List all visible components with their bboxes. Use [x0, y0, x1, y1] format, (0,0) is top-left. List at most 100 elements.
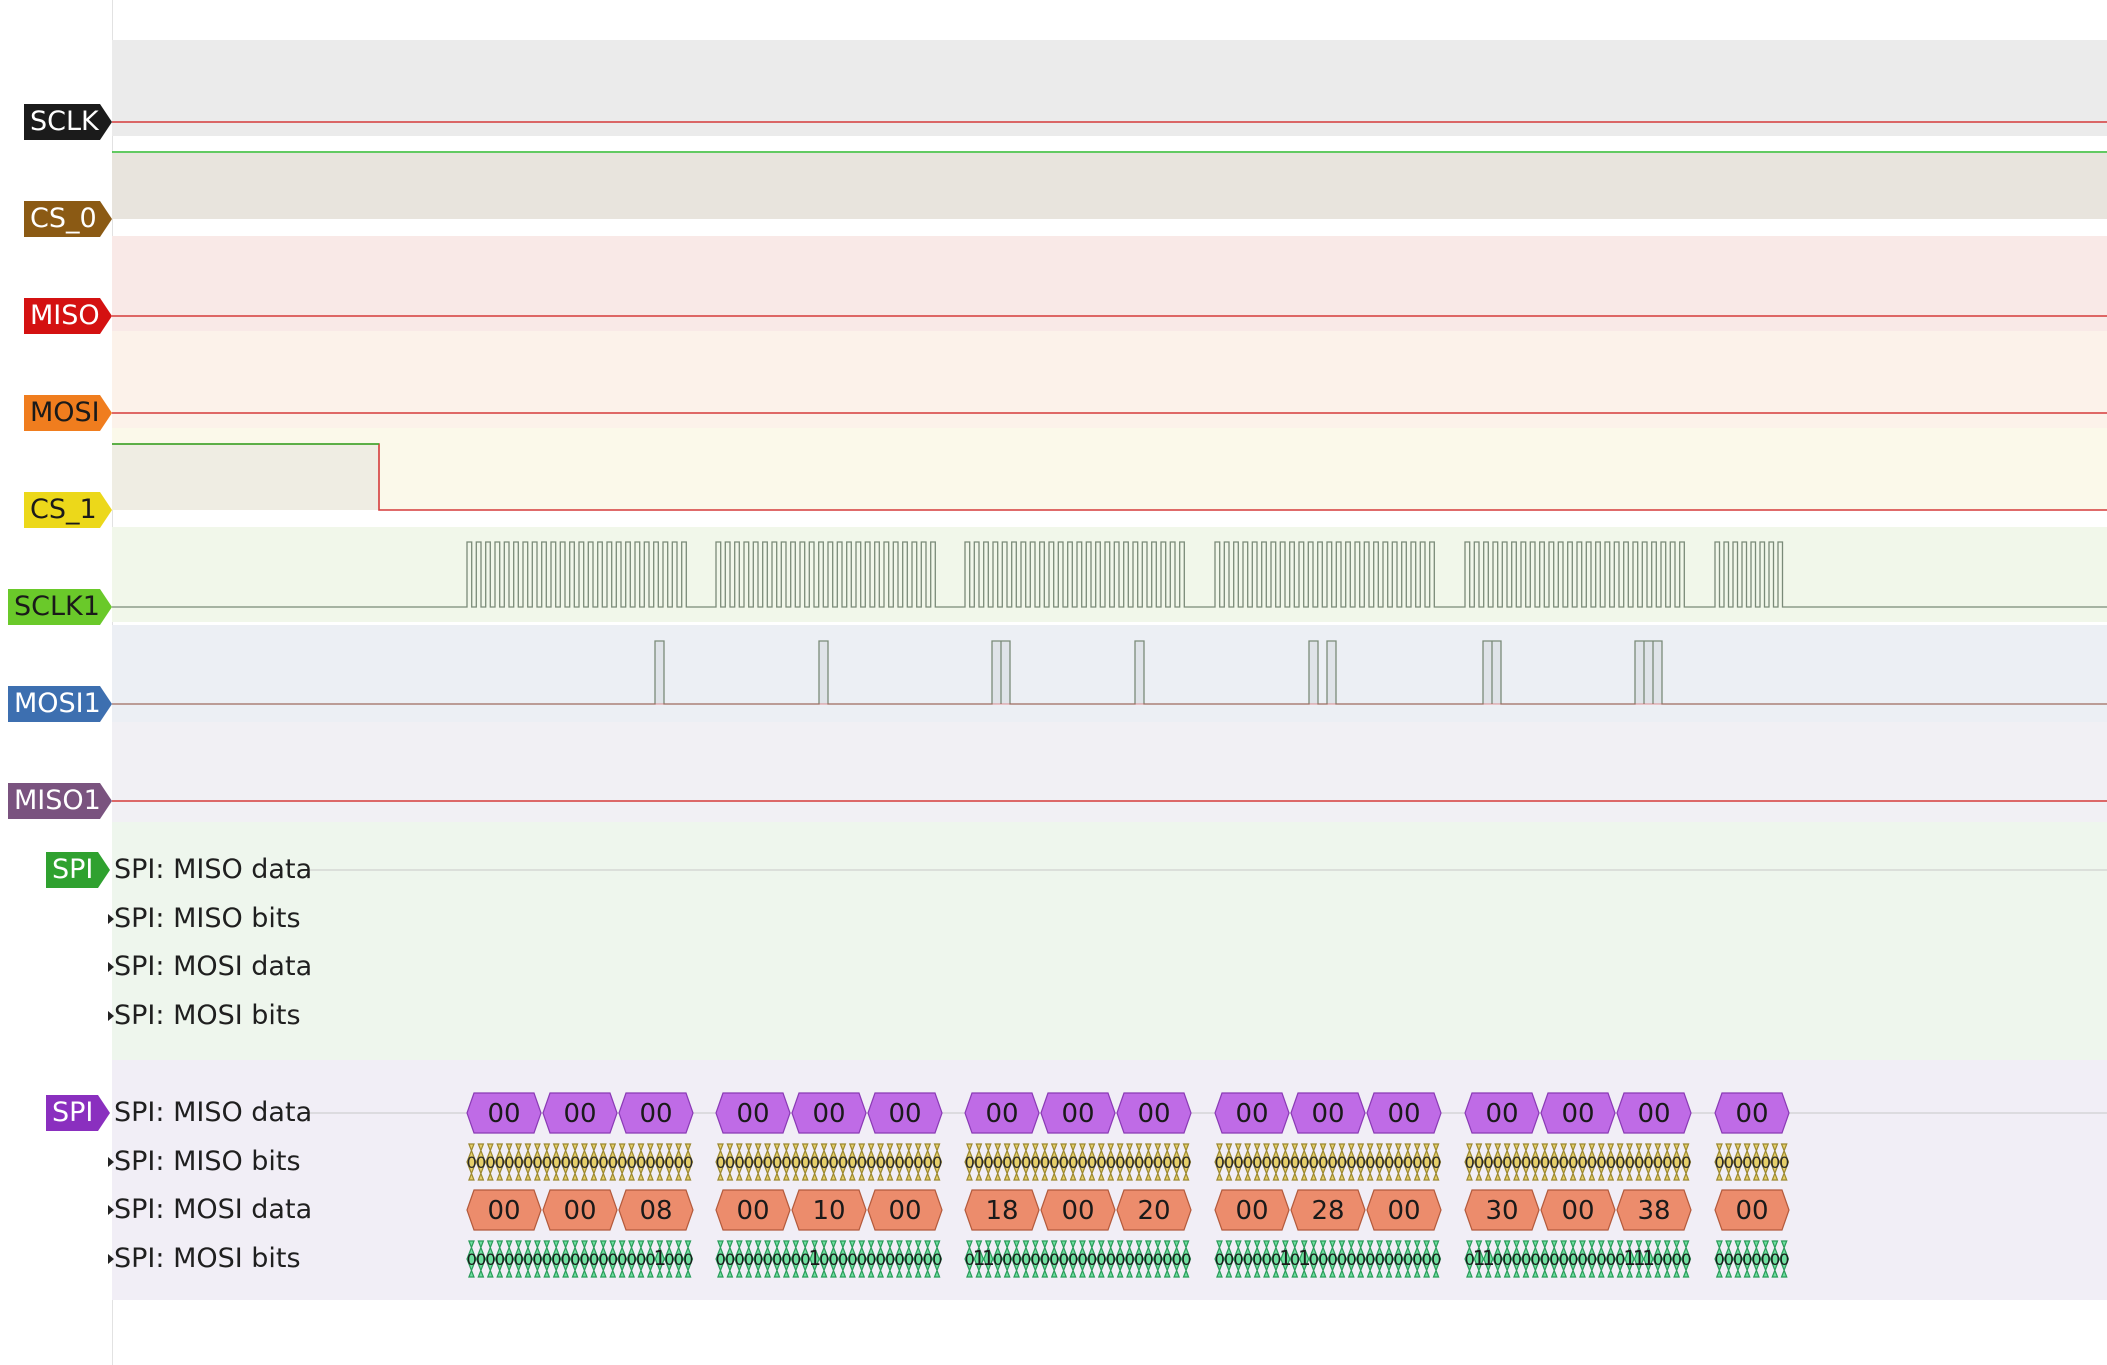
- row-expander-icon[interactable]: [108, 914, 114, 924]
- miso-bit-label: 0: [1365, 1153, 1375, 1172]
- decoder-row-label: SPI: MOSI data: [114, 1194, 313, 1225]
- row-expander-icon[interactable]: [108, 1254, 114, 1264]
- row-expander-icon[interactable]: [108, 962, 114, 972]
- miso-data-annotation[interactable]: 00: [1290, 1092, 1366, 1134]
- miso-bit-label: 0: [1049, 1153, 1059, 1172]
- mosi-data-annotation[interactable]: 28: [1290, 1189, 1366, 1231]
- mosi-data-annotation[interactable]: 00: [1214, 1189, 1290, 1231]
- row-expander-icon[interactable]: [108, 1205, 114, 1215]
- miso-data-annotation[interactable]: 00: [1214, 1092, 1290, 1134]
- miso-bit-label: 0: [866, 1153, 876, 1172]
- mosi-data-annotation[interactable]: 38: [1616, 1189, 1692, 1231]
- mosi-bit-label: 0: [923, 1250, 933, 1269]
- miso-bit-annotation[interactable]: [1180, 1143, 1192, 1181]
- mosi-bit-annotation[interactable]: 0: [1430, 1240, 1441, 1278]
- mosi1-high-fill: [1635, 641, 1644, 704]
- miso-data-annotation[interactable]: 00: [1540, 1092, 1616, 1134]
- mosi-data-annotation[interactable]: 00: [466, 1189, 542, 1231]
- miso-bit-label: 0: [1431, 1153, 1441, 1172]
- decoder-tag-spi1[interactable]: SPI: [46, 1095, 110, 1131]
- mosi-bit-annotation[interactable]: 0: [931, 1240, 942, 1278]
- mosi-bit-label: 0: [1318, 1250, 1328, 1269]
- mosi-data-annotation[interactable]: 30: [1464, 1189, 1540, 1231]
- mosi-data-annotation-label: 18: [985, 1196, 1018, 1226]
- mosi-bit-label: 0: [876, 1250, 886, 1269]
- mosi-bit-label: 0: [1252, 1250, 1262, 1269]
- row-expander-icon[interactable]: [108, 1011, 114, 1021]
- miso-data-annotation[interactable]: 00: [1116, 1092, 1192, 1134]
- mosi-data-annotation[interactable]: 00: [867, 1189, 943, 1231]
- mosi-data-annotation[interactable]: 08: [618, 1189, 694, 1231]
- mosi-data-annotation-label: 38: [1637, 1196, 1670, 1226]
- channel-tag-cs1[interactable]: CS_1: [24, 492, 112, 528]
- mosi-bit-label: 1: [1473, 1246, 1486, 1270]
- mosi-bit-label: 0: [965, 1250, 975, 1269]
- channel-tag-sclk1[interactable]: SCLK1: [8, 589, 112, 625]
- decoder-tag-spi0[interactable]: SPI: [46, 852, 110, 888]
- mosi-data-annotation-label: 10: [812, 1196, 845, 1226]
- mosi-data-annotation[interactable]: 00: [1040, 1189, 1116, 1231]
- mosi-data-annotation[interactable]: 10: [791, 1189, 867, 1231]
- miso-data-annotation[interactable]: 00: [1464, 1092, 1540, 1134]
- mosi-bit-label: 0: [1761, 1250, 1771, 1269]
- miso-bit-label: 0: [467, 1153, 477, 1172]
- miso-data-annotation[interactable]: 00: [1616, 1092, 1692, 1134]
- mosi-bit-label: 0: [1115, 1250, 1125, 1269]
- miso-bit-label: 0: [1059, 1153, 1069, 1172]
- mosi-data-annotation[interactable]: 00: [1366, 1189, 1442, 1231]
- miso-data-annotation[interactable]: 00: [1714, 1092, 1790, 1134]
- row-expander-icon[interactable]: [108, 1157, 114, 1167]
- mosi-bit-annotation[interactable]: 0: [1779, 1240, 1789, 1278]
- miso-bit-label: 0: [857, 1153, 867, 1172]
- miso-bit-label: 0: [829, 1153, 839, 1172]
- mosi-bit-label: 0: [1672, 1250, 1682, 1269]
- miso-data-annotation[interactable]: 00: [964, 1092, 1040, 1134]
- miso-bit-label: 0: [646, 1153, 656, 1172]
- mosi-data-annotation[interactable]: 20: [1116, 1189, 1192, 1231]
- channel-tag-miso1[interactable]: MISO1: [8, 783, 112, 819]
- mosi-data-annotation-label: 00: [1387, 1196, 1420, 1226]
- miso-bit-annotation[interactable]: [1779, 1143, 1790, 1181]
- miso-bit-annotation[interactable]: [1680, 1143, 1692, 1181]
- mosi-bit-label: 0: [1346, 1250, 1356, 1269]
- channel-tag-mosi1[interactable]: MOSI1: [8, 686, 112, 722]
- miso-bit-label: 0: [810, 1153, 820, 1172]
- miso-data-annotation-label: 00: [1311, 1099, 1344, 1129]
- channel-tag-cs0[interactable]: CS_0: [24, 201, 112, 237]
- mosi-bit-annotation[interactable]: 0: [1180, 1240, 1191, 1278]
- miso-bit-label: 0: [1779, 1153, 1789, 1172]
- channel-tag-mosi[interactable]: MOSI: [24, 395, 112, 431]
- miso-bit-label: 0: [533, 1153, 543, 1172]
- mosi-bit-label: 0: [1021, 1250, 1031, 1269]
- miso-bit-annotation[interactable]: [682, 1143, 694, 1181]
- channel-tag-sclk[interactable]: SCLK: [24, 104, 112, 140]
- miso-data-annotation[interactable]: 00: [542, 1092, 618, 1134]
- miso-data-annotation[interactable]: 00: [618, 1092, 694, 1134]
- miso-bit-label: 0: [1106, 1153, 1116, 1172]
- miso-data-annotation[interactable]: 00: [1040, 1092, 1116, 1134]
- mosi-data-annotation[interactable]: 00: [1540, 1189, 1616, 1231]
- mosi-data-annotation-label: 00: [487, 1196, 520, 1226]
- miso-bit-label: 0: [932, 1153, 942, 1172]
- channel-tag-miso[interactable]: MISO: [24, 298, 112, 334]
- miso-bit-label: 0: [1770, 1153, 1780, 1172]
- miso-data-annotation[interactable]: 00: [715, 1092, 791, 1134]
- miso-data-annotation[interactable]: 00: [867, 1092, 943, 1134]
- miso-bit-label: 0: [1465, 1153, 1475, 1172]
- miso-bit-annotation[interactable]: [1430, 1143, 1442, 1181]
- mosi-bit-label: 0: [734, 1250, 744, 1269]
- miso-data-annotation-label: 00: [1485, 1099, 1518, 1129]
- mosi-data-annotation[interactable]: 18: [964, 1189, 1040, 1231]
- miso-data-annotation[interactable]: 00: [791, 1092, 867, 1134]
- miso-bit-label: 0: [570, 1153, 580, 1172]
- miso-bit-annotation[interactable]: [931, 1143, 943, 1181]
- mosi-bit-annotation[interactable]: 0: [1680, 1240, 1691, 1278]
- mosi-bit-annotation[interactable]: 0: [682, 1240, 693, 1278]
- miso-bit-label: 0: [683, 1153, 693, 1172]
- mosi-data-annotation[interactable]: 00: [1714, 1189, 1790, 1231]
- miso-data-annotation[interactable]: 00: [1366, 1092, 1442, 1134]
- miso-data-annotation[interactable]: 00: [466, 1092, 542, 1134]
- mosi-data-annotation[interactable]: 00: [715, 1189, 791, 1231]
- mosi-data-annotation[interactable]: 00: [542, 1189, 618, 1231]
